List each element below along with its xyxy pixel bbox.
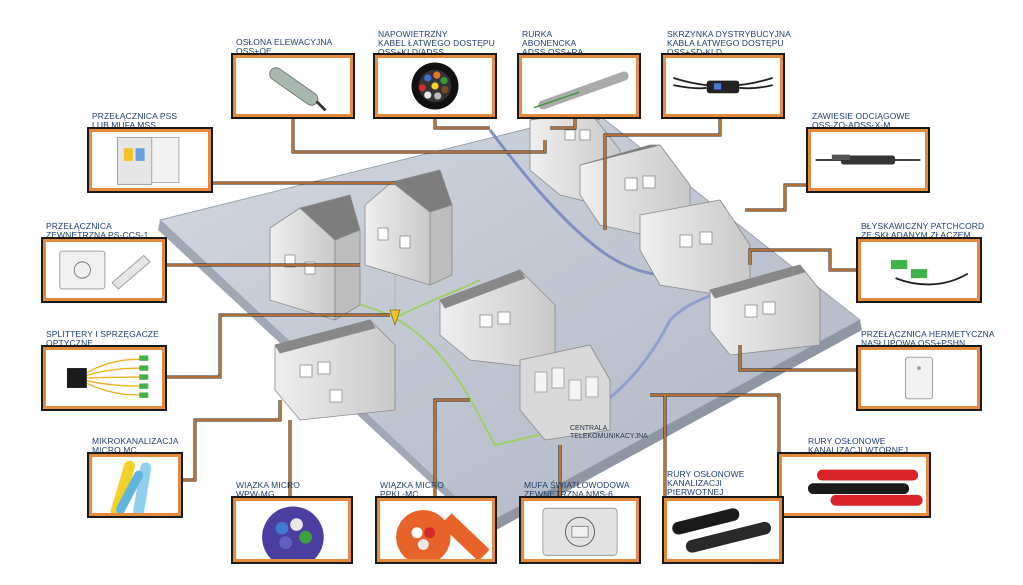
distribution-box-icon [673, 77, 773, 94]
connector-icon [891, 260, 969, 286]
central-office-building [519, 344, 611, 441]
microduct-icon [110, 460, 152, 513]
wall-box-icon [59, 250, 151, 290]
red-pipes-icon [807, 469, 923, 506]
leader-lines [165, 116, 858, 498]
splitter-icon [66, 355, 149, 398]
bundle-icon [262, 506, 324, 559]
cabinet-icon [117, 136, 180, 185]
oslona-elewacyjna-box[interactable] [231, 53, 355, 119]
house [274, 319, 396, 421]
mufa-swiatlowodowa-box[interactable] [519, 496, 641, 564]
cable-cross-section-icon [411, 62, 459, 110]
wiazka-wpw-box[interactable] [231, 496, 353, 564]
house [639, 199, 751, 301]
rury-kanalizacji-pierwotnej-box[interactable] [662, 496, 784, 564]
tube-icon [533, 71, 629, 110]
wiazka-ppkl-box[interactable] [375, 496, 497, 564]
skrzynka-dystrybucyjna-box[interactable] [661, 53, 785, 119]
black-pipes-icon [672, 508, 772, 553]
patchcord-box[interactable] [856, 237, 982, 303]
zawiesie-odciagowe-box[interactable] [806, 127, 930, 193]
splitter-point [389, 309, 401, 327]
rury-kanalizacji-wtornej-box[interactable] [777, 452, 931, 518]
enclosure-icon [269, 67, 327, 112]
przelacznica-zewnetrzna-box[interactable] [41, 237, 167, 303]
pole-box-icon [905, 356, 933, 400]
kabel-latwego-dostepu-box[interactable] [373, 53, 497, 119]
rurka-abonencka-box[interactable] [517, 53, 641, 119]
houses [269, 109, 821, 441]
przelacznica-hermetyczna-box[interactable] [856, 345, 982, 411]
orange-bundle-icon [396, 510, 490, 559]
przelacznica-pss-box[interactable] [87, 127, 213, 193]
house [709, 264, 821, 356]
mikrokanalizacja-box[interactable] [87, 452, 183, 518]
clamp-icon [815, 154, 921, 165]
splice-closure-icon [542, 507, 618, 556]
splittery-box[interactable] [41, 345, 167, 411]
house [364, 169, 453, 286]
central-office-label: CENTRALA TELEKOMUNIKACYJNA [570, 425, 648, 440]
